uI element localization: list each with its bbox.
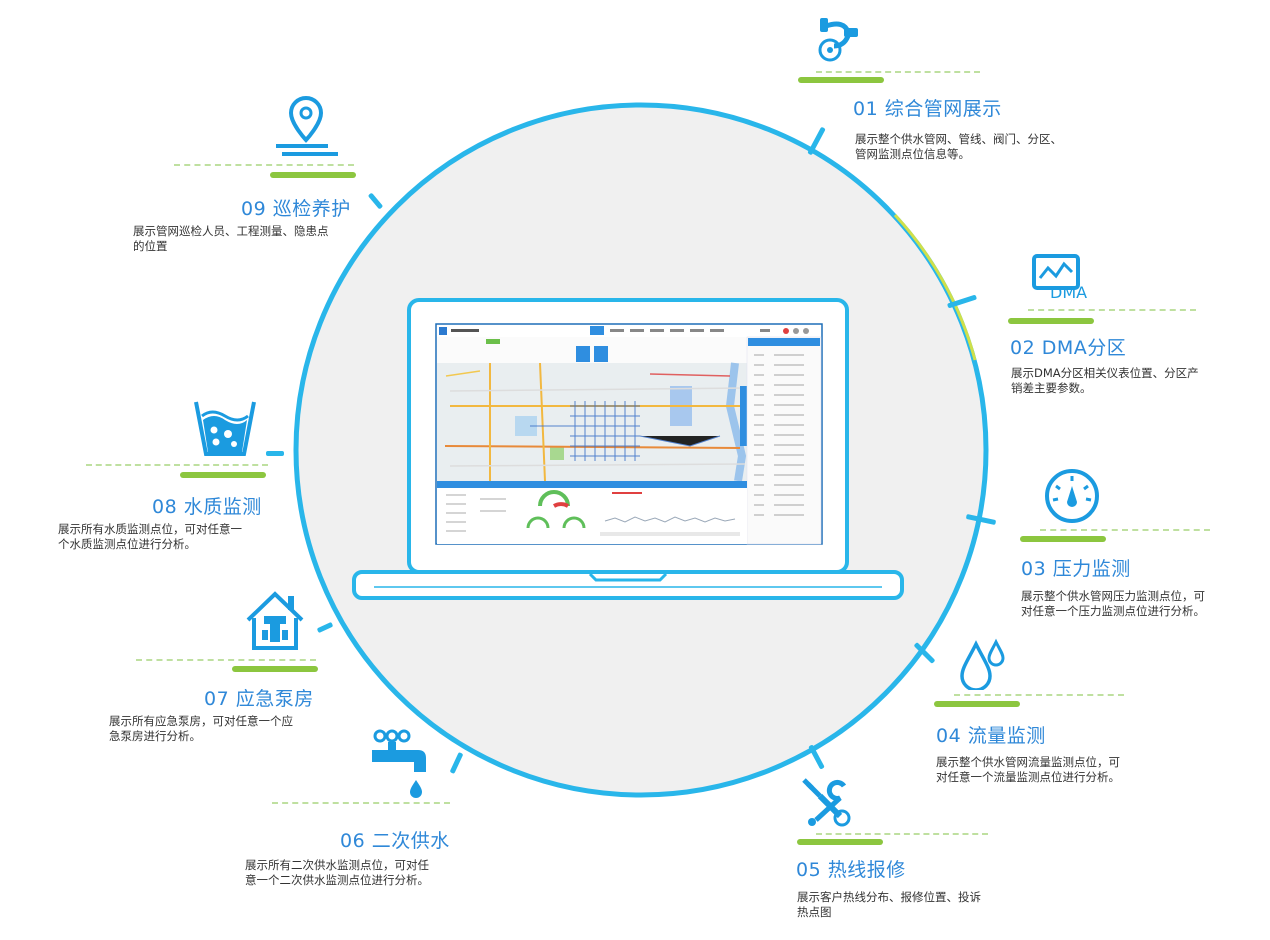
water-quality-icon <box>194 401 256 456</box>
feature-desc-08: 展示所有水质监测点位，可对任意一个水质监测点位进行分析。 <box>58 522 242 551</box>
feature-desc-07: 展示所有应急泵房，可对任意一个应急泵房进行分析。 <box>109 714 293 743</box>
tick-08 <box>266 451 284 456</box>
green-bar-04 <box>934 701 1020 707</box>
feature-desc-03: 展示整个供水管网压力监测点位，可对任意一个压力监测点位进行分析。 <box>1021 589 1205 618</box>
water-drops-icon <box>960 638 1005 690</box>
pressure-gauge-icon <box>1045 469 1099 523</box>
dash-line-06 <box>272 802 450 804</box>
feature-desc-06: 展示所有二次供水监测点位，可对任意一个二次供水监测点位进行分析。 <box>245 858 429 887</box>
feature-title-07: 07 应急泵房 <box>204 688 314 710</box>
dash-line-01 <box>816 71 980 73</box>
dash-line-04 <box>954 694 1124 696</box>
location-pin-icon <box>276 96 338 156</box>
feature-desc-01: 展示整个供水管网、管线、阀门、分区、管网监测点位信息等。 <box>855 132 1062 161</box>
dash-line-02 <box>1028 309 1196 311</box>
circle-accent-arc <box>893 213 977 361</box>
dash-line-07 <box>136 659 316 661</box>
feature-title-06: 06 二次供水 <box>340 830 450 852</box>
dash-line-03 <box>1040 529 1210 531</box>
repair-tools-icon <box>802 778 851 827</box>
feature-title-02: 02 DMA分区 <box>1010 337 1127 359</box>
dma-chart-icon: DMA <box>1032 254 1087 300</box>
green-bar-01 <box>798 77 884 83</box>
dash-line-08 <box>86 464 268 466</box>
feature-title-08: 08 水质监测 <box>152 496 262 518</box>
feature-desc-05: 展示客户热线分布、报修位置、投诉热点图 <box>797 890 981 919</box>
green-bar-02 <box>1008 318 1094 324</box>
feature-title-05: 05 热线报修 <box>796 859 906 881</box>
pump-house-icon <box>246 591 304 650</box>
faucet-icon <box>372 729 426 798</box>
feature-desc-04: 展示整个供水管网流量监测点位，可对任意一个流量监测点位进行分析。 <box>936 755 1120 784</box>
green-bar-03 <box>1020 536 1106 542</box>
feature-desc-02: 展示DMA分区相关仪表位置、分区产销差主要参数。 <box>1011 366 1199 395</box>
feature-title-03: 03 压力监测 <box>1021 558 1131 580</box>
feature-title-04: 04 流量监测 <box>936 725 1046 747</box>
laptop-screen <box>350 296 906 606</box>
pipe-network-icon <box>818 18 858 62</box>
svg-text:DMA: DMA <box>1050 283 1087 300</box>
green-bar-05 <box>797 839 883 845</box>
green-bar-08 <box>180 472 266 478</box>
green-bar-09 <box>270 172 356 178</box>
laptop-illustration <box>352 298 904 600</box>
green-bar-07 <box>232 666 318 672</box>
feature-desc-09: 展示管网巡检人员、工程测量、隐患点的位置 <box>133 224 329 253</box>
dash-line-09 <box>174 164 354 166</box>
dash-line-05 <box>816 833 988 835</box>
feature-title-09: 09 巡检养护 <box>241 198 351 220</box>
feature-title-01: 01 综合管网展示 <box>853 98 1002 120</box>
